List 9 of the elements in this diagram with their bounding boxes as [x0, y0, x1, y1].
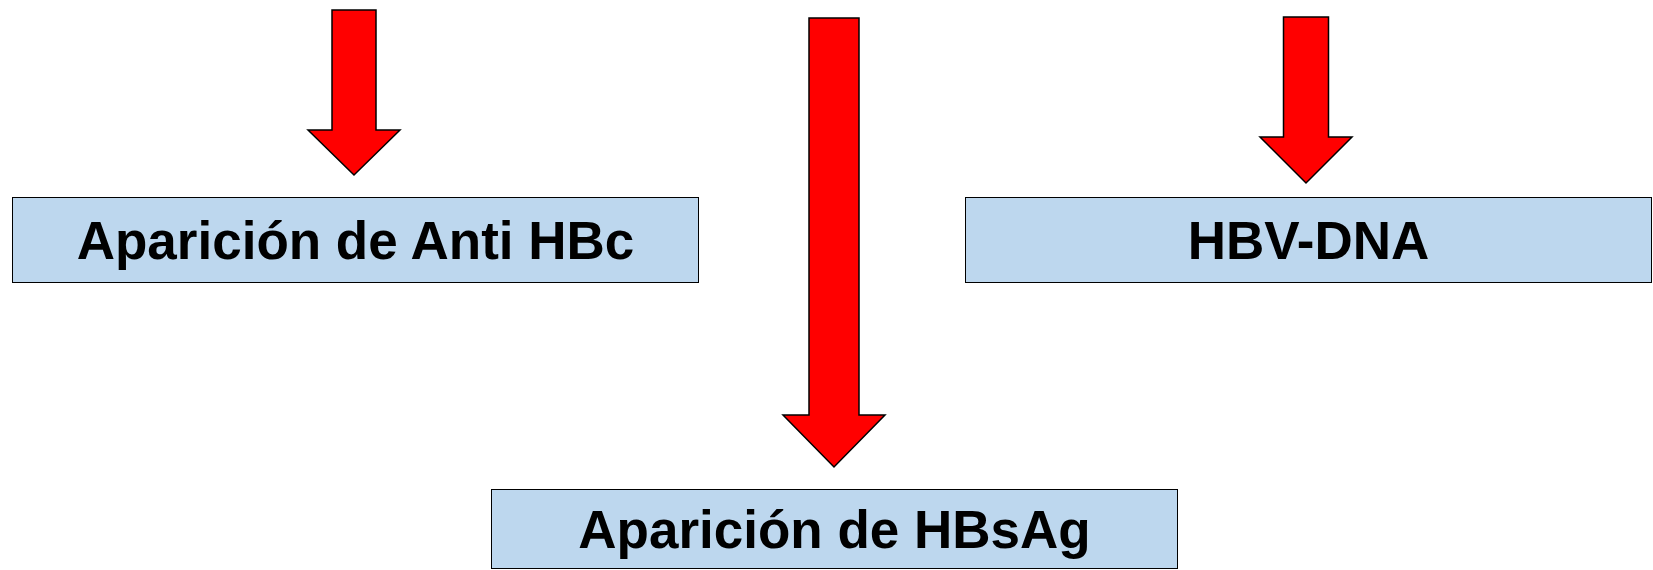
label-box — [12, 197, 699, 283]
box-label: Aparición de Anti HBc — [76, 209, 635, 271]
label-box — [965, 197, 1652, 283]
box-label: Aparición de HBsAg — [578, 498, 1091, 560]
label-box — [491, 489, 1178, 569]
block-arrow — [781, 17, 887, 469]
block-arrow — [306, 9, 402, 177]
block-arrow — [1258, 16, 1354, 185]
box-label: HBV-DNA — [1187, 209, 1430, 271]
